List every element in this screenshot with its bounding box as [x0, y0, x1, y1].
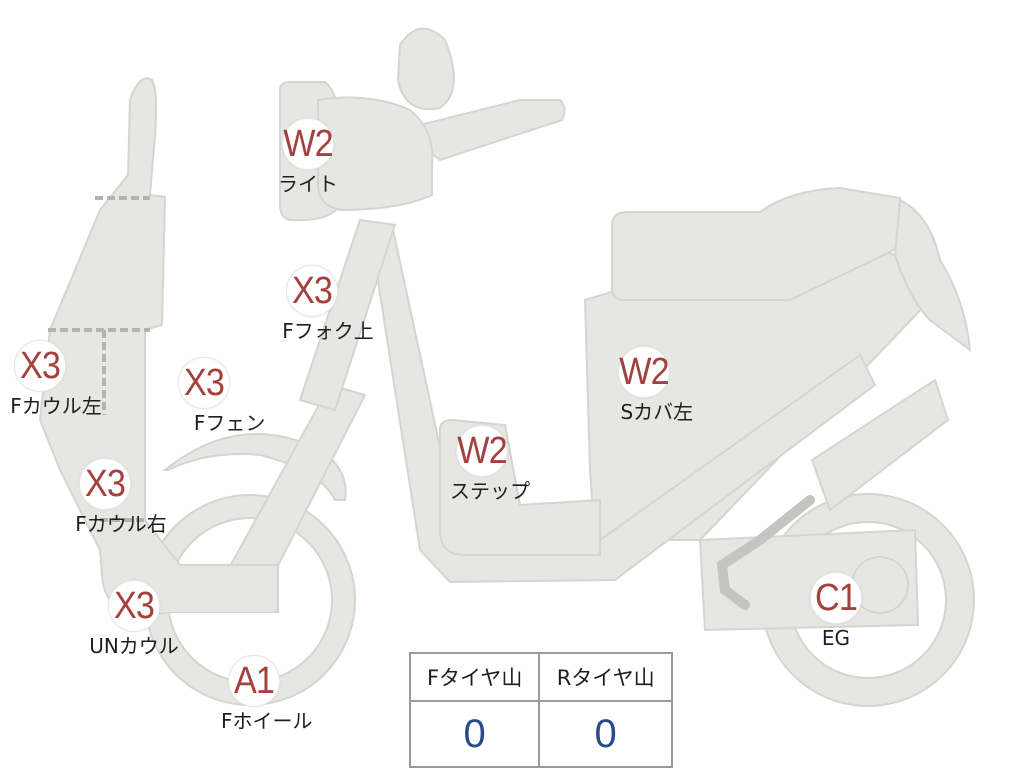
marker-circle: X3	[178, 357, 230, 409]
mirror	[396, 27, 455, 111]
marker-fork-upper[interactable]: X3 Fフォク上	[282, 265, 374, 343]
marker-circle: W2	[618, 346, 670, 398]
part-label: EG	[821, 626, 851, 650]
marker-step[interactable]: W2 ステップ	[450, 425, 530, 503]
handlebar	[397, 99, 566, 162]
part-label: Fフォク上	[282, 319, 374, 343]
tail-cowl	[893, 198, 972, 353]
damage-code: W2	[457, 430, 507, 472]
marker-circle: A1	[228, 655, 280, 707]
damage-code: X3	[84, 463, 126, 505]
part-label: UNカウル	[89, 634, 179, 658]
part-label: Fホイール	[221, 709, 313, 733]
marker-circle: W2	[456, 425, 508, 477]
part-label: Sカバ左	[620, 400, 694, 424]
marker-cowl-left[interactable]: X3 Fカウル左	[10, 340, 102, 418]
front-tire-header: Fタイヤ山	[408, 652, 541, 702]
marker-circle: C1	[810, 572, 862, 624]
marker-circle: X3	[108, 580, 160, 632]
damage-code: X3	[113, 585, 155, 627]
marker-circle: W2	[282, 118, 334, 170]
part-label: ステップ	[450, 479, 530, 503]
front-tire-value[interactable]: 0	[408, 700, 541, 768]
damage-code: A1	[233, 660, 275, 702]
marker-light[interactable]: W2 ライト	[278, 118, 338, 196]
marker-side-cover-left[interactable]: W2 Sカバ左	[614, 346, 693, 424]
marker-circle: X3	[14, 340, 66, 392]
damage-code: X3	[291, 270, 333, 312]
marker-engine[interactable]: C1 EG	[806, 572, 866, 650]
part-label: Fカウル左	[10, 394, 102, 418]
damage-code: W2	[283, 123, 333, 165]
marker-under-cowl[interactable]: X3 UNカウル	[89, 580, 179, 658]
exhaust-pipe	[716, 495, 815, 610]
part-label: Fカウル右	[75, 512, 167, 536]
rear-tire-value[interactable]: 0	[538, 700, 673, 768]
marker-circle: X3	[286, 265, 338, 317]
damage-code: X3	[19, 345, 61, 387]
damage-code: X3	[183, 362, 225, 404]
rear-shock	[810, 378, 950, 512]
marker-cowl-right[interactable]: X3 Fカウル右	[75, 458, 167, 536]
floor-frame	[368, 223, 877, 584]
rear-tire-header: Rタイヤ山	[538, 652, 673, 702]
part-label: Fフェン	[193, 411, 266, 435]
damage-code: W2	[619, 351, 669, 393]
marker-circle: X3	[79, 458, 131, 510]
tire-tread-table: Fタイヤ山 Rタイヤ山 0 0	[408, 652, 673, 768]
steering-column	[298, 218, 397, 412]
seat	[611, 186, 906, 301]
marker-front-wheel[interactable]: A1 Fホイール	[221, 655, 313, 733]
marker-fender[interactable]: X3 Fフェン	[174, 357, 265, 435]
part-label: ライト	[278, 172, 338, 196]
damage-code: C1	[815, 577, 858, 619]
headlight	[317, 96, 434, 212]
